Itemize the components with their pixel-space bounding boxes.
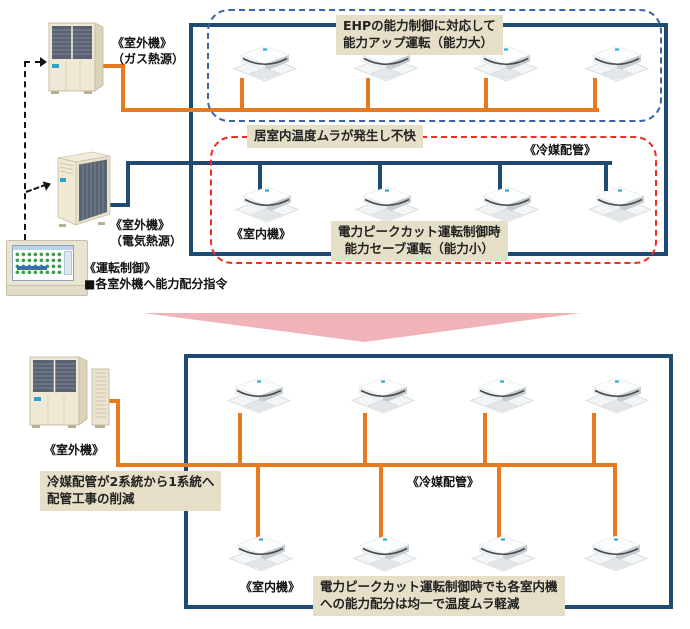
gas-riser-pipe [121,64,125,112]
ehp-drop-pipe [498,163,502,191]
callout-line: 能力セーブ運転（能力小） [344,240,494,256]
controller-label: 《運転制御》 [84,261,157,275]
ehp-branch-pipe [126,161,612,165]
callout-line: 能力アップ運転（能力大） [343,34,494,50]
indoor-unit-icon [470,377,534,415]
electric-outdoor-unit-icon [50,150,114,228]
indoor-unit-icon [229,535,293,573]
drop-pipe-down [497,465,501,540]
callout-line: 冷媒配管が2系統から1系統へ [47,474,215,489]
callout-line: 電力ピークカット運転制御時でも各室内機 [320,579,558,594]
central-controller [6,240,88,296]
controller-unit-grid [15,252,63,274]
outdoor-unit-icon [26,355,118,433]
gas-drop-pipe [593,78,597,110]
indoor-unit-icon [588,186,652,224]
riser-pipe [116,399,120,467]
callout-line: 電力ピークカット運転制御時 [338,224,501,239]
indoor-unit-icon [233,45,297,83]
indoor-unit-icon [353,535,417,573]
drop-pipe-down [379,465,383,540]
ehp-drop-pipe [258,163,262,191]
drop-pipe-up [483,413,487,467]
refrigerant-piping-label: 《冷媒配管》 [407,475,480,489]
control-arrow-to-gas-unit [40,57,52,67]
gas-outdoor-unit-label: 《室外機》 （ガス熱源） [112,36,184,67]
outdoor-unit-label: 《室外機》 [43,443,104,457]
callout-line: 居室内温度ムラが発生し不快 [254,128,416,143]
controller-screen [12,245,74,281]
gas-main-pipe [121,108,599,112]
controller-statusbar [17,266,47,270]
callout-line: EHPの能力制御に対応して [343,18,496,33]
label-line: 《室外機》 [110,218,171,232]
label-line: （電気熱源） [110,233,183,248]
indoor-unit-icon [585,45,649,83]
control-signal-line [24,61,26,240]
drop-pipe-up [592,413,596,467]
drop-pipe-up [363,413,367,467]
drop-pipe-down [256,465,260,540]
controller-base [7,285,87,295]
indoor-unit-icon [235,186,299,224]
ehp-outdoor-stub-pipe [106,203,130,207]
indoor-unit-icon [355,186,419,224]
controller-titlebar [13,246,73,250]
drop-pipe-up [238,413,242,467]
refrigerant-piping-label: 《冷媒配管》 [524,143,597,157]
callout-ehp-capacity-up: EHPの能力制御に対応して 能力アップ運転（能力大） [336,15,503,55]
indoor-unit-icon [585,377,649,415]
gas-drop-pipe [366,78,370,110]
label-line: （ガス熱源） [112,51,185,66]
drop-pipe-down [613,463,617,540]
gas-drop-pipe [484,78,488,110]
electric-outdoor-unit-label: 《室外機》 （電気熱源） [110,218,182,249]
indoor-unit-icon [227,377,291,415]
indoor-unit-icon [475,186,539,224]
callout-uniform-capacity: 電力ピークカット運転制御時でも各室内機 への能力配分は均一で温度ムラ軽減 [313,576,565,616]
label-line: 《室外機》 [112,36,173,50]
controller-note: ■各室外機へ能力配分指令 [84,277,228,291]
indoor-unit-label: 《室内機》 [240,580,301,594]
transition-arrow [143,313,581,342]
ehp-drop-pipe [378,163,382,191]
indoor-unit-label: 《室内機》 [231,227,292,241]
ehp-zone-highlight [210,136,657,264]
callout-line: への能力配分は均一で温度ムラ軽減 [320,595,520,611]
gas-drop-pipe [240,78,244,110]
callout-line: 配管工事の削減 [47,490,135,506]
indoor-unit-icon [584,535,648,573]
control-signal-line [24,61,41,63]
indoor-unit-icon [471,535,535,573]
callout-peak-cut-save: 電力ピークカット運転制御時 能力セーブ運転（能力小） [331,221,508,261]
gas-outdoor-unit-icon [46,21,106,95]
indoor-unit-icon [351,377,415,415]
ehp-drop-pipe [604,163,608,191]
callout-piping-reduction: 冷媒配管が2系統から1系統へ 配管工事の削減 [40,471,222,511]
ehp-riser-pipe [126,161,130,207]
ghp-zone-highlight [207,9,662,122]
controller-sidebar [64,251,72,275]
callout-temperature-unevenness: 居室内温度ムラが発生し不快 [247,125,423,148]
gas-outdoor-stub-pipe [101,64,125,68]
